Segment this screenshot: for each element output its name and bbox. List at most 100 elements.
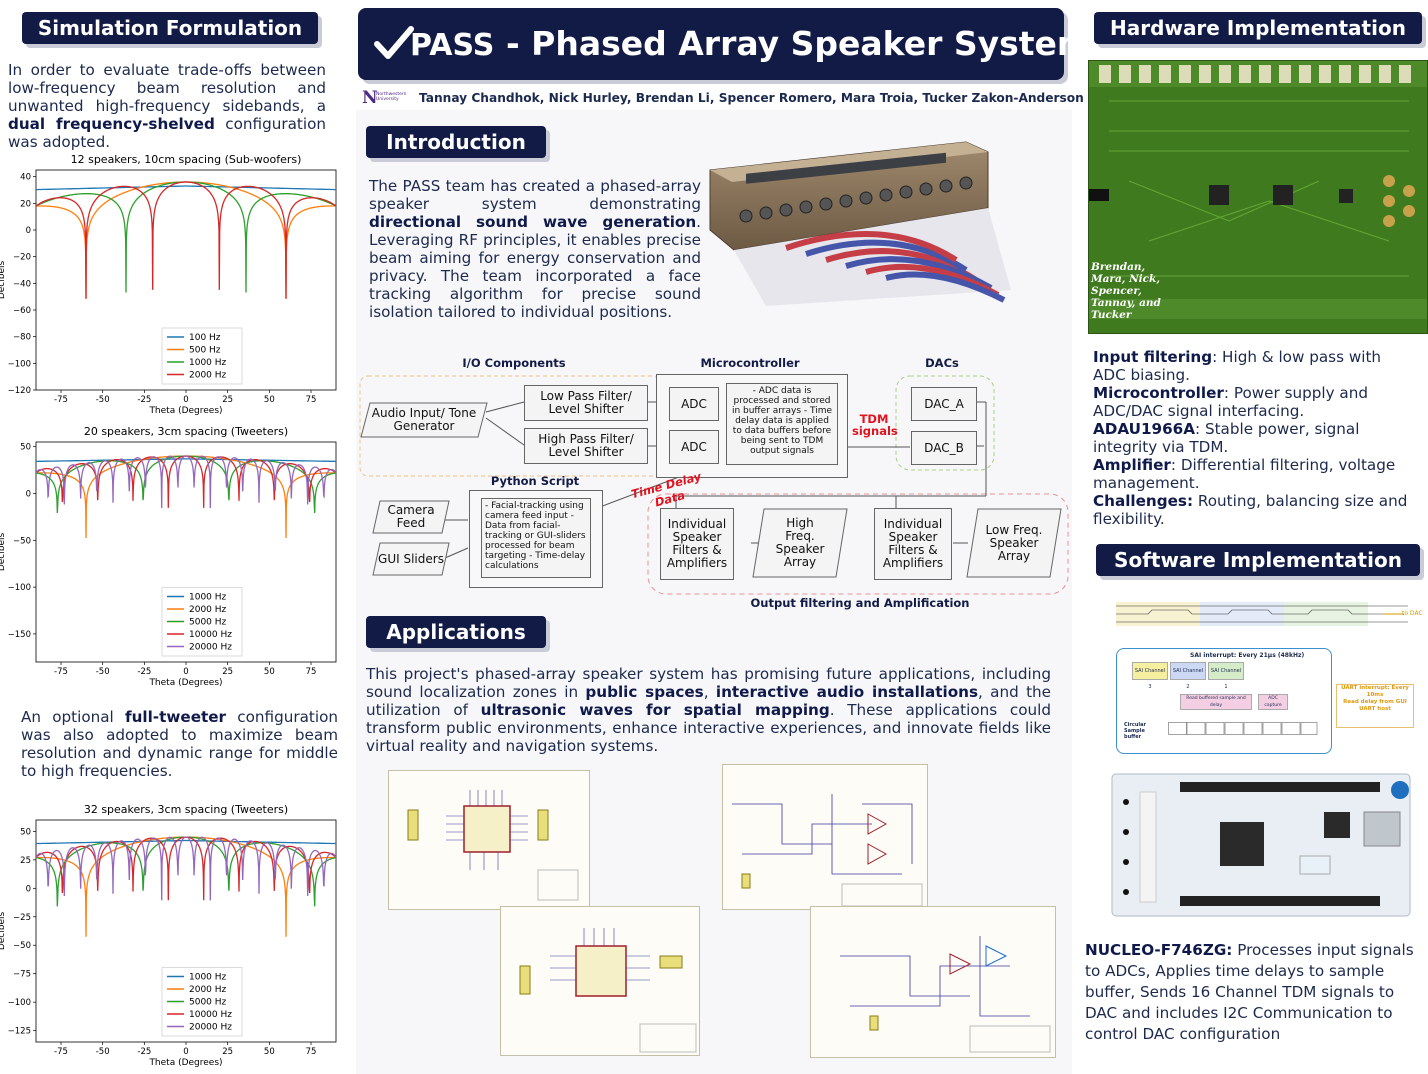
y-axis-label: Decibels [0,533,7,572]
hardware-item-label: Microcontroller [1093,384,1224,402]
nucleo-board-photo [1111,773,1411,917]
title-bar: PASS - Phased Array Speaker System [358,8,1091,80]
high-freq-array-shape [752,508,848,578]
adc-processing-note: - ADC data is processed and stored in bu… [726,383,838,465]
chart-title: 12 speakers, 10cm spacing (Sub-woofers) [71,153,302,166]
x-tick-label: -75 [54,667,68,677]
y-tick-label: 20 [20,199,31,209]
chart-title: 20 speakers, 3cm spacing (Tweeters) [84,425,288,438]
series-line [36,839,336,845]
app-bold-3: ultrasonic waves for spatial mapping [480,701,830,719]
chart-title: 32 speakers, 3cm spacing (Tweeters) [84,803,288,816]
y-tick-label: 0 [26,884,31,894]
y-tick-label: −50 [13,941,31,951]
x-tick-label: 75 [306,395,317,405]
x-tick-label: 0 [183,395,188,405]
filter-amp-block-1: Individual Speaker Filters & Amplifiers [660,508,734,580]
hardware-item-text: Routing, balancing size and flexibility. [1093,492,1408,528]
hardware-list: Input filtering: High & low pass with AD… [1093,348,1413,528]
python-script-note: - Facial-tracking using camera feed inpu… [481,498,591,578]
gui-sliders-block: GUI Sliders [372,542,450,576]
x-tick-label: 50 [264,1047,275,1057]
app-text-b: , [703,683,716,701]
x-tick-label: 50 [264,395,275,405]
x-tick-label: -50 [96,395,110,405]
schematic-amplifier-1 [722,764,928,910]
series-line [36,185,336,191]
app-bold-2: interactive audio installations [715,683,979,701]
y-tick-label: −100 [8,359,31,369]
adc-block-1: ADC [669,387,719,421]
x-tick-label: 50 [264,667,275,677]
high-freq-array-label: High Freq. Speaker Array [775,516,825,569]
filter-amp-block-2: Individual Speaker Filters & Amplifiers [874,508,952,580]
x-tick-label: -25 [137,395,151,405]
applications-text: This project's phased-array speaker syst… [366,665,1051,755]
intro-bold: directional sound wave generation [369,213,697,231]
camera-feed-block: Camera Feed [372,500,450,534]
y-tick-label: 50 [20,827,31,837]
read-buffer-block: Read buffered sample and delay [1180,694,1252,710]
simulation-text-b: configuration was adopted. [8,115,326,151]
legend-entry: 500 Hz [189,346,221,356]
intro-text-a: The PASS team has created a phased-array… [369,177,701,213]
university-logo-text: Northwestern University [376,92,407,102]
simulation-bold: dual frequency-shelved [8,115,215,133]
legend-entry: 5000 Hz [189,998,227,1008]
app-text-a: This project's phased-array speaker syst… [366,665,1051,701]
gui-sliders-label: GUI Sliders [378,551,444,566]
pcb-photo: Brendan, Mara, Nick, Spencer, Tannay, an… [1088,60,1428,334]
y-tick-label: 40 [20,173,31,183]
authors: Tannay Chandhok, Nick Hurley, Brendan Li… [419,91,1084,105]
legend-entry: 1000 Hz [189,358,227,368]
legend-entry: 1000 Hz [189,593,227,603]
hardware-item-label: Challenges: [1093,492,1194,510]
nucleo-text: Processes input signals to ADCs, Applies… [1085,941,1414,1043]
low-freq-array-shape [966,508,1062,578]
hardware-item-text: : High & low pass with ADC biasing. [1093,348,1382,384]
x-tick-label: 25 [222,395,233,405]
hardware-item-microcontroller: Microcontroller: Power supply and ADC/DA… [1093,384,1413,420]
y-tick-label: −40 [13,279,31,289]
sai-interrupt-label: SAI interrupt: Every 21μs (48kHz) [1190,652,1305,659]
app-text-c: , and the utilization of [366,683,1052,719]
x-tick-label: 0 [183,667,188,677]
y-tick-label: −25 [13,913,31,923]
circular-buffer-cells [1168,722,1318,735]
hardware-item-adau1966a: ADAU1966A: Stable power, signal integrit… [1093,420,1413,456]
sai-channel-2: SAI Channel 2 [1170,662,1206,690]
adc-block-2: ADC [669,430,719,464]
hardware-item-text: : Differential filtering, voltage manage… [1093,456,1396,492]
y-tick-label: −80 [13,333,31,343]
y-tick-label: −60 [13,306,31,316]
group-label-output: Output filtering and Amplification [750,596,970,610]
intro-text-b: . Leveraging RF principles, it enables p… [369,213,701,321]
group-label-python: Python Script [490,474,580,488]
pcb-signature: Brendan, Mara, Nick, Spencer, Tannay, an… [1091,261,1161,321]
schematic-mcu-2 [500,906,700,1056]
speaker-array-render [709,141,1011,306]
hardware-item-label: Input filtering [1093,348,1213,366]
adc-capture-block: ADC capture [1258,694,1288,710]
pcb-traces [1089,61,1427,319]
hardware-item-label: ADAU1966A [1093,420,1196,438]
dac-a-block: DAC_A [911,387,977,421]
section-header-hardware: Hardware Implementation [1094,12,1422,44]
camera-feed-shape [372,500,450,534]
tdm-signals-label: TDM signals [852,412,898,438]
y-tick-label: −120 [8,386,31,396]
legend-entry: 1000 Hz [189,973,227,983]
legend-entry: 20000 Hz [189,643,232,653]
low-freq-array-block: Low Freq. Speaker Array [966,508,1062,578]
beam-pattern-chart-tweeter-20: 20 speakers, 3cm spacing (Tweeters) -75 -5… [0,425,337,688]
y-tick-label: 50 [20,443,31,453]
y-tick-label: −125 [8,1027,31,1037]
x-axis-label: Theta (Degrees) [148,406,222,416]
schematic-amplifier-2 [810,906,1056,1058]
x-tick-label: -25 [137,1047,151,1057]
x-tick-label: -50 [96,667,110,677]
y-tick-label: −20 [13,253,31,263]
series-line [36,836,336,901]
hardware-item-label: Amplifier [1093,456,1171,474]
app-text-d: . These applications could transform pub… [366,701,1052,755]
